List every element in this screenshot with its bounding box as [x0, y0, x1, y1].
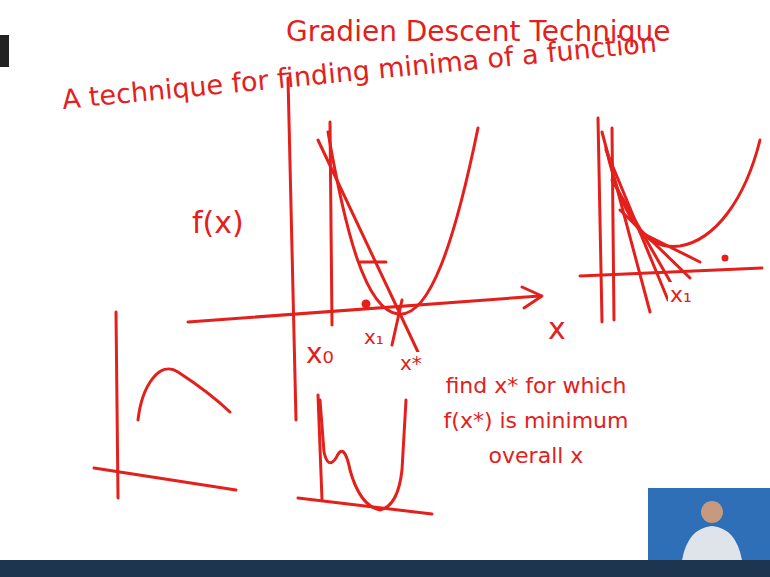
right-x-axis	[580, 268, 762, 276]
point-label: x₁	[668, 282, 694, 307]
y-axis	[288, 78, 296, 420]
tangent-tick	[360, 261, 386, 264]
note: find x* for which f(x*) is minimum overa…	[426, 368, 646, 474]
multi-minima-curve	[320, 400, 406, 510]
x-axis	[188, 296, 540, 322]
right-marker-line	[612, 128, 614, 320]
point-label: x₀	[304, 338, 336, 370]
presenter-head	[701, 501, 723, 523]
tangent-line	[318, 140, 418, 352]
axis-label: f(x)	[192, 206, 244, 241]
point-label: x₁	[362, 326, 386, 349]
axis-label: x	[548, 312, 566, 347]
point	[363, 301, 369, 307]
parabola-curve	[328, 128, 478, 314]
webcam-frame	[648, 488, 770, 560]
tangent-line	[640, 232, 700, 262]
x0-marker-line	[330, 122, 332, 325]
point-label: x*	[398, 352, 424, 375]
presenter-body	[682, 526, 742, 560]
point	[723, 256, 727, 260]
taskbar	[0, 560, 770, 577]
right-y-axis	[598, 118, 602, 322]
x1-marker	[392, 300, 402, 345]
window-edge	[0, 35, 9, 67]
axis-arrowhead	[522, 287, 542, 308]
small-x-axis	[94, 468, 236, 490]
maximum-curve	[138, 369, 230, 420]
tangent-line	[620, 210, 690, 278]
